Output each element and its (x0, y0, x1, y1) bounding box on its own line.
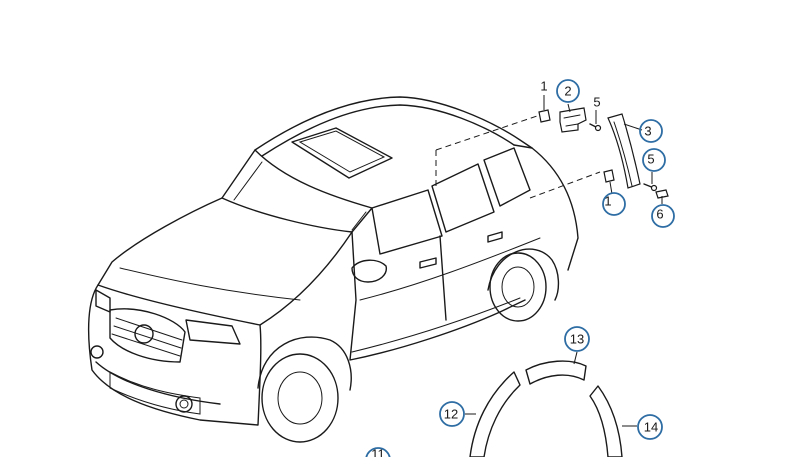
callout-number: 1 (540, 79, 547, 94)
pad-part-6 (655, 189, 669, 199)
callout-circle (642, 148, 666, 172)
windshield-inner (233, 161, 367, 231)
dashed-leader-lower (529, 171, 601, 199)
headlight-right (185, 319, 241, 345)
screw-head-lower (650, 184, 658, 192)
callout-number: 5 (593, 95, 600, 110)
rear-pillar (513, 144, 579, 271)
rear-wheel-rim (501, 266, 535, 308)
callout-number: 13 (570, 332, 584, 347)
clip-part-1-upper (538, 109, 551, 123)
callout-circle (651, 204, 675, 228)
front-wheel-arch (257, 336, 352, 391)
screw-head-upper (594, 124, 602, 132)
front-wheel (261, 353, 339, 443)
roof-outline (254, 96, 533, 151)
bracket-part-2 (559, 107, 587, 133)
callout-number: 14 (644, 420, 658, 435)
hood-crease (119, 267, 301, 301)
leader-1b (609, 181, 613, 195)
front-fascia (87, 284, 262, 426)
fog-light-right (175, 395, 193, 413)
callout-1-lower: 1 (602, 192, 626, 216)
dashed-leader-top (435, 114, 541, 151)
callout-number: 12 (444, 407, 458, 422)
roof-inner-line (261, 104, 515, 157)
callout-number: 5 (647, 152, 654, 167)
body-side (349, 231, 526, 361)
fog-light-right-inner (179, 399, 189, 409)
arch-trim-part-12 (469, 371, 521, 457)
leader-lines (435, 114, 601, 199)
leader-2 (567, 103, 571, 113)
callout-leaders (465, 95, 663, 427)
front-wheel-rim (277, 371, 323, 425)
front-window (371, 189, 443, 255)
callout-number: 2 (564, 84, 571, 99)
callout-11: 11 (365, 447, 391, 457)
callout-circle (639, 119, 663, 143)
sunroof (291, 127, 393, 179)
callout-circle (365, 447, 391, 457)
leader-13 (573, 351, 578, 365)
pillar-trim-edge (613, 121, 633, 187)
fog-light-left (90, 345, 104, 359)
callout-labels: 1 2 5 3 5 1 6 13 12 (365, 79, 675, 457)
pillar-trim-part-3 (607, 113, 641, 189)
quarter-window (483, 147, 531, 207)
callout-circle (637, 414, 663, 440)
side-mirror (351, 259, 387, 283)
callout-circle (564, 326, 590, 352)
grille (109, 308, 186, 363)
bumper-intake (109, 371, 201, 415)
callout-3: 3 (639, 119, 663, 143)
callout-12: 12 (439, 401, 465, 427)
callout-circle (439, 401, 465, 427)
sunroof-inner (298, 130, 386, 173)
headlight-left (95, 289, 111, 313)
callout-number: 3 (644, 124, 651, 139)
callout-circle (556, 79, 580, 103)
rear-wheel-arch (487, 248, 560, 301)
callout-number: 11 (371, 447, 385, 457)
sill-line (351, 297, 521, 353)
callout-number: 1 (604, 194, 611, 209)
callout-1-upper: 1 (540, 79, 547, 94)
callout-5-lower: 5 (642, 148, 666, 172)
arch-trim-part-13 (525, 360, 587, 385)
front-bumper (95, 361, 221, 405)
hood (97, 197, 353, 326)
rear-wheel (489, 252, 547, 322)
vw-logo-icon (134, 324, 154, 344)
callout-5-upper: 5 (593, 95, 600, 110)
callout-6: 6 (651, 204, 675, 228)
callout-circle (602, 192, 626, 216)
callout-number: 6 (656, 207, 663, 222)
leader-3 (623, 123, 643, 131)
door-line-front (439, 235, 447, 321)
door-handle-rear (487, 231, 503, 243)
windshield (221, 149, 373, 233)
door-handle-front (419, 257, 437, 269)
bracket-detail (563, 114, 581, 127)
callout-14: 14 (637, 414, 663, 440)
arch-trim-part-14 (589, 385, 623, 457)
callout-2: 2 (556, 79, 580, 103)
body-crease (359, 237, 541, 301)
grille-bars (111, 317, 183, 357)
vehicle-outline (87, 96, 579, 443)
callout-13: 13 (564, 326, 590, 352)
rear-window (431, 163, 495, 233)
exploded-parts (469, 107, 669, 457)
clip-part-1-lower (603, 169, 615, 183)
